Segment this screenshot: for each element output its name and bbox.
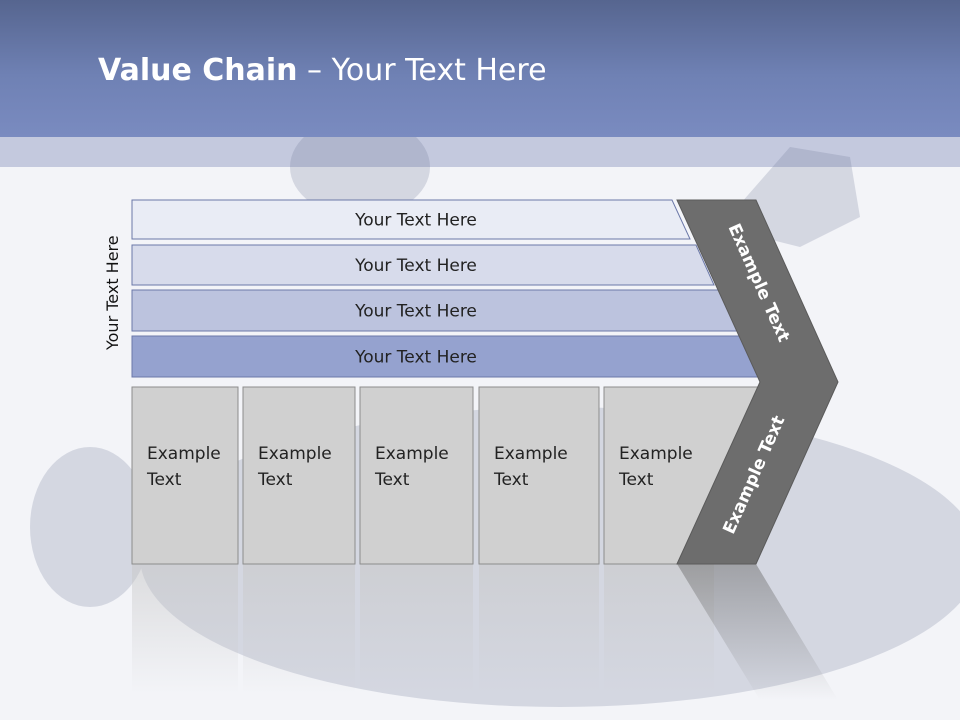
slide-title: Value Chain – Your Text Here: [98, 53, 547, 88]
header-band: [0, 137, 960, 167]
primary-activity-label: Example: [147, 444, 221, 464]
support-row: [131, 244, 715, 286]
primary-activity-box: [478, 386, 600, 565]
primary-activity-box: [359, 386, 474, 565]
primary-activity-label: Text: [374, 470, 410, 490]
primary-activity-label: Text: [257, 470, 293, 490]
primary-activity-box: [242, 386, 356, 565]
primary-activity-label: Text: [493, 470, 529, 490]
reflection: [132, 564, 838, 700]
primary-activity-label: Text: [146, 470, 182, 490]
support-row-label: Your Text Here: [354, 302, 477, 322]
support-row-label: Your Text Here: [354, 256, 477, 276]
primary-activity-label: Example: [494, 444, 568, 464]
primary-activity-label: Example: [375, 444, 449, 464]
support-row: [131, 199, 691, 240]
primary-activity-label: Example: [619, 444, 693, 464]
header-bar: [0, 0, 960, 137]
primary-activity-box: [131, 386, 239, 565]
primary-activity-label: Text: [618, 470, 654, 490]
primary-activity-label: Example: [258, 444, 332, 464]
support-row-label: Your Text Here: [354, 348, 477, 368]
margin-arrow: Example Text Example Text: [676, 199, 839, 565]
support-row-label: Your Text Here: [354, 211, 477, 231]
